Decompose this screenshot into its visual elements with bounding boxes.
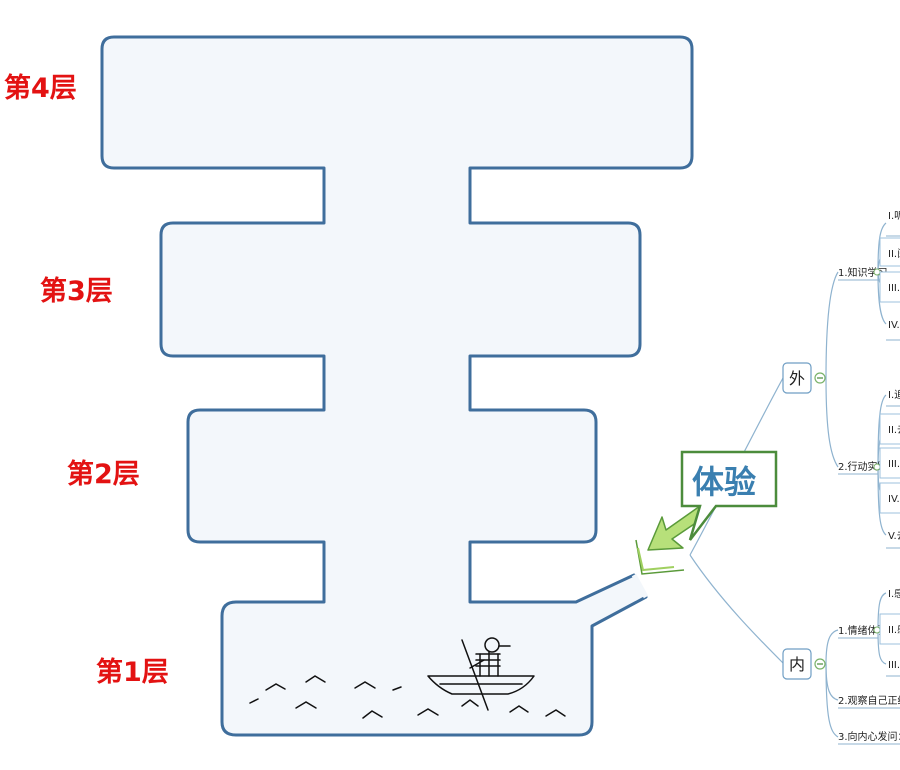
layer-2-label: 第2层 [67,458,140,490]
node-outer-label: 外 [789,369,805,388]
leaf-action-2: II.去 [888,424,900,436]
leaf-action-3-box[interactable]: III.交 [880,448,900,478]
leaf-action-2-box[interactable]: II.去 [880,414,900,444]
leaf-emotion-3[interactable]: III.感 [888,658,900,671]
leaf-knowledge-2-box[interactable]: II.阅 [880,238,900,266]
collapse-toggle-inner[interactable] [815,659,825,669]
leaf-emotion-1[interactable]: I.感 [888,587,900,600]
branch-ask-inner-self[interactable]: 3.向内心发问："为什 [838,730,900,743]
leaf-emotion-2-box[interactable]: II.感 [880,614,900,644]
leaf-action-4: IV.谈 [888,492,900,505]
collapse-toggle-action[interactable] [874,464,880,470]
layer-4-label: 第4层 [4,72,77,104]
leaf-action-4-box[interactable]: IV.谈 [880,483,900,513]
collapse-toggle-knowledge[interactable] [874,269,880,275]
callout-label: 体验 [692,463,756,501]
leaf-action-1[interactable]: I.追 [888,388,900,401]
mindmap-node-outer[interactable]: 外 [783,363,811,393]
leaf-knowledge-1[interactable]: I.听 [888,210,900,222]
leaf-action-3: III.交 [888,457,900,470]
collapse-toggle-emotion[interactable] [874,627,880,633]
leaf-knowledge-3-box[interactable]: III.咨 [880,272,900,302]
collapse-toggle-outer[interactable] [815,373,825,383]
callout-experience: 体验 [682,452,776,540]
leaf-knowledge-4[interactable]: IV.等 [888,318,900,331]
mindmap-node-inner[interactable]: 内 [783,649,811,679]
layer-1-label: 第1层 [96,656,169,688]
leaf-action-5[interactable]: V.去 [888,530,900,542]
node-inner-label: 内 [789,655,805,674]
layer-container [102,37,692,735]
leaf-knowledge-3: III.咨 [888,281,900,294]
leaf-knowledge-2: II.阅 [888,247,900,260]
leaf-emotion-2: II.感 [888,623,900,636]
layer-3-label: 第3层 [40,275,113,307]
branch-observe-self[interactable]: 2.观察自己正经历什么 [838,694,900,707]
